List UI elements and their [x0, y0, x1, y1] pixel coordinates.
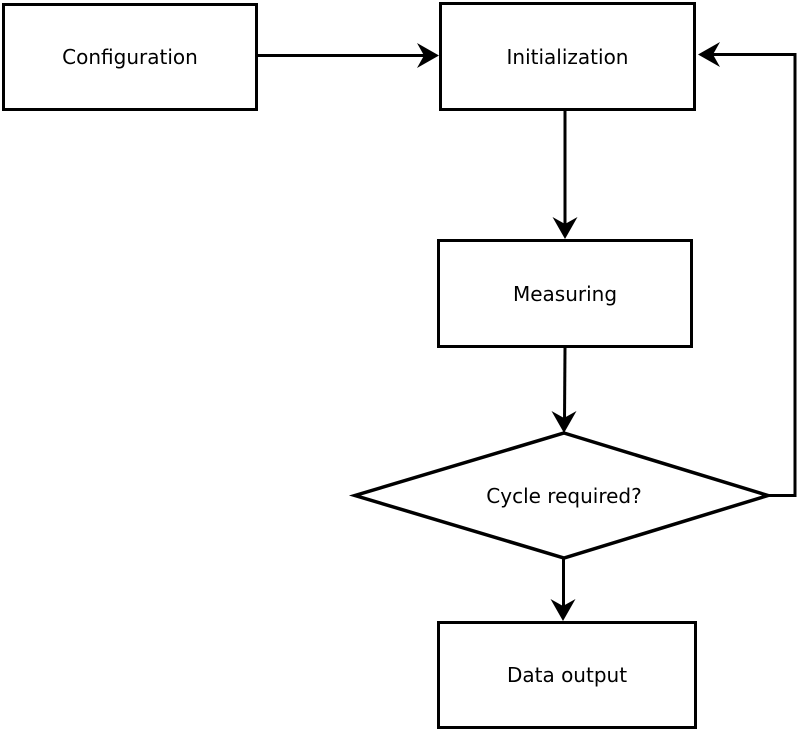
node-measuring: Measuring: [437, 239, 693, 348]
arrowhead-down-icon: [552, 217, 578, 239]
node-cycle-required-label: Cycle required?: [486, 483, 642, 508]
node-data-output-label: Data output: [506, 663, 628, 687]
edge-cycle-required-initialization-feedback: [698, 42, 797, 497]
node-initialization: Initialization: [439, 2, 696, 111]
node-measuring-label: Measuring: [512, 281, 618, 306]
arrowhead-right-icon: [417, 43, 439, 68]
node-configuration: Configuration: [2, 3, 258, 111]
edge-cycle-required-data-output: [550, 558, 576, 621]
edge-initialization-measuring: [552, 111, 578, 239]
arrowhead-down-icon: [551, 411, 577, 433]
edge-configuration-initialization: [257, 43, 439, 68]
edge-measuring-cycle-required: [551, 347, 577, 433]
node-data-output: Data output: [437, 621, 697, 729]
node-configuration-label: Configuration: [62, 45, 198, 69]
node-initialization-label: Initialization: [506, 44, 629, 69]
arrowhead-left-icon: [698, 42, 720, 67]
node-cycle-required: Cycle required?: [414, 475, 714, 516]
arrowhead-down-icon: [550, 599, 576, 621]
